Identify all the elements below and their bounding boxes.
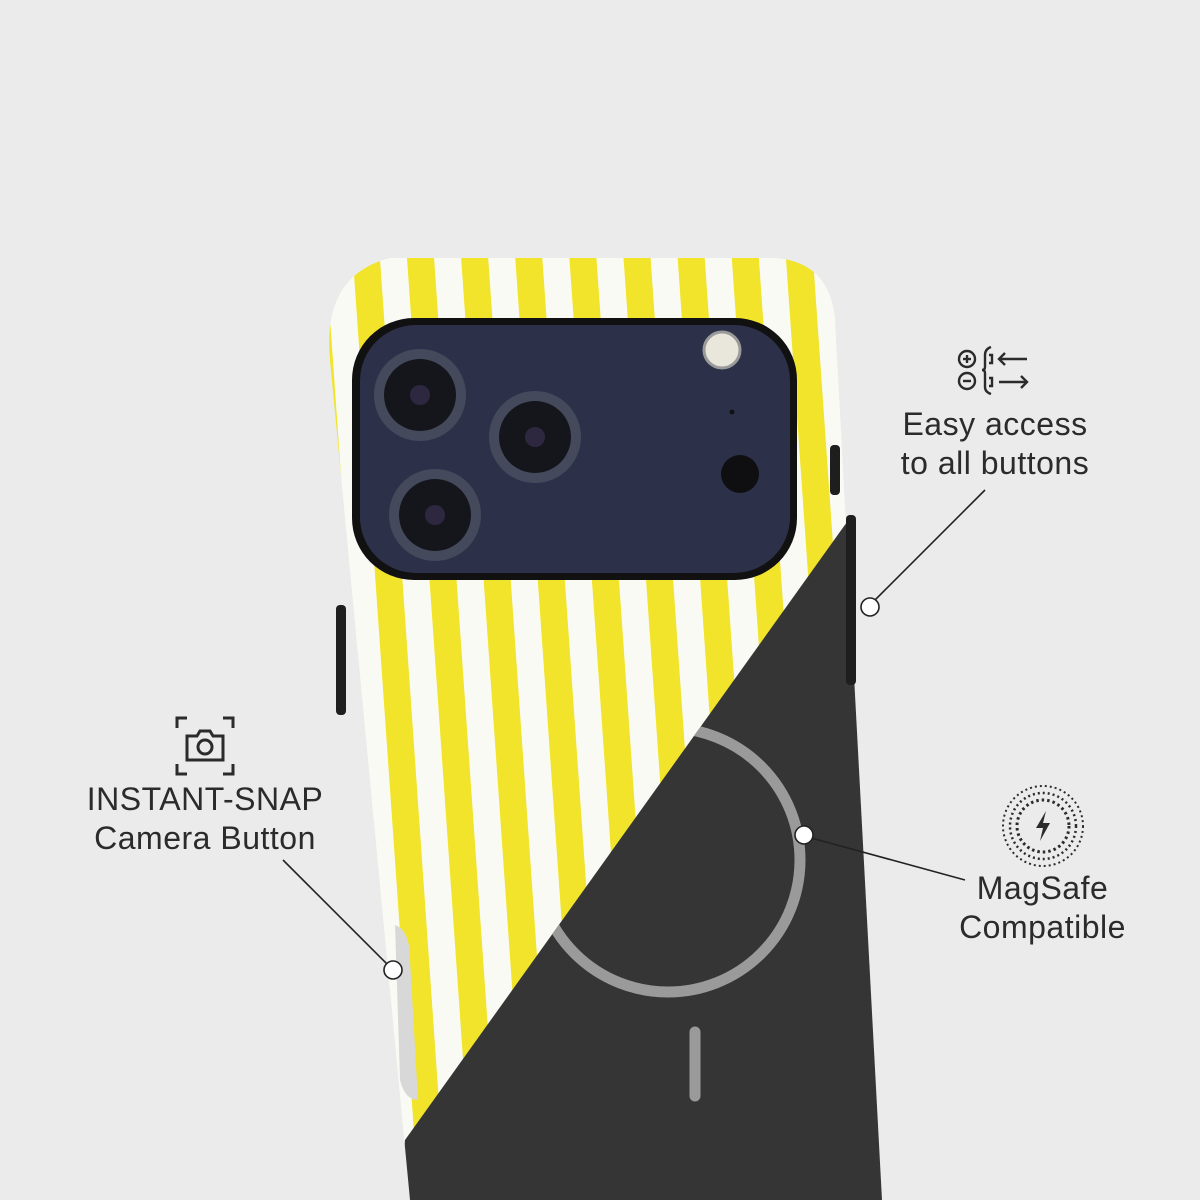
lidar-sensor: [721, 455, 759, 493]
white-edge-left: [300, 250, 328, 1200]
magsafe-callout-label: MagSafe Compatible: [925, 869, 1160, 947]
camera-icon: [175, 716, 235, 776]
camera-callout-line2: Camera Button: [94, 820, 316, 856]
camera-module: [352, 318, 797, 580]
camera-lens: [389, 469, 481, 561]
volume-buttons-icon: [957, 345, 1029, 395]
side-button-right: [846, 515, 856, 685]
camera-callout-line1: INSTANT-SNAP: [86, 781, 324, 817]
microphone: [729, 409, 735, 415]
buttons-callout-line1: Easy access: [902, 406, 1088, 442]
magsafe-charging-icon: [1002, 785, 1084, 867]
magsafe-callout-line2: Compatible: [959, 909, 1126, 945]
callout-dots: [383, 597, 880, 980]
camera-lens: [489, 391, 581, 483]
side-button-left: [336, 605, 346, 715]
camera-callout-label: INSTANT-SNAP Camera Button: [45, 780, 365, 858]
buttons-callout-line2: to all buttons: [900, 445, 1090, 481]
camera-lens: [374, 349, 466, 441]
magsafe-callout-line1: MagSafe: [976, 870, 1109, 906]
side-button-right-upper: [830, 445, 840, 495]
buttons-callout-label: Easy access to all buttons: [870, 405, 1120, 483]
callout-lines: [282, 489, 986, 971]
flash: [702, 330, 742, 370]
